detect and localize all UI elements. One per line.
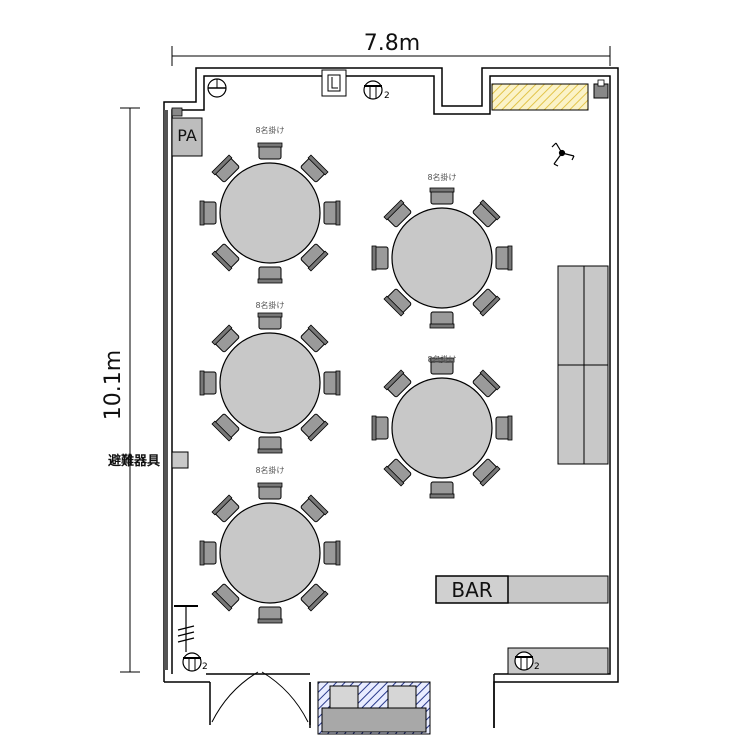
chair — [371, 415, 389, 441]
chair — [211, 583, 240, 612]
round-table-1: 8名掛け — [199, 125, 341, 284]
pa-label: PA — [177, 126, 197, 145]
chair — [211, 494, 240, 523]
chair — [257, 142, 283, 160]
chair — [371, 245, 389, 271]
entrance-door[interactable] — [211, 671, 309, 723]
evacuation-label: 避難器具 — [108, 453, 160, 469]
chair — [300, 324, 329, 353]
pa-equipment: PA — [171, 107, 203, 157]
stand-icon — [174, 605, 198, 652]
round-table-4: 8名掛け — [371, 354, 513, 499]
height-dimension: 10.1m — [101, 107, 140, 673]
table-top — [219, 332, 321, 434]
chair — [257, 266, 283, 284]
chair — [429, 481, 455, 499]
round-table-2: 8名掛け — [371, 172, 513, 329]
chair — [199, 370, 217, 396]
chair — [472, 288, 501, 317]
outlet-icon-top: 2 — [363, 80, 390, 101]
evacuation-device: 避難器具 — [108, 451, 189, 469]
left-wall-rail — [164, 110, 168, 670]
chair — [323, 540, 341, 566]
chair — [323, 200, 341, 226]
chair — [199, 200, 217, 226]
chair — [472, 458, 501, 487]
table-caption: 8名掛け — [255, 125, 284, 135]
chair — [211, 243, 240, 272]
chair — [429, 357, 455, 375]
chair — [495, 415, 513, 441]
width-label: 7.8m — [364, 31, 420, 56]
chair — [472, 199, 501, 228]
bar-counter: BAR — [435, 575, 609, 604]
chair — [323, 370, 341, 396]
chair — [383, 458, 412, 487]
outlet-count-bottom-right: 2 — [534, 662, 540, 672]
chair — [472, 369, 501, 398]
wall-fixture-icon — [207, 78, 227, 98]
chair — [383, 369, 412, 398]
chair — [383, 288, 412, 317]
table-caption: 8名掛け — [255, 465, 284, 475]
entrance-equipment — [317, 681, 431, 735]
table-top — [391, 377, 493, 479]
chair — [211, 413, 240, 442]
outlet-icon-bottom-left: 2 — [182, 652, 208, 672]
chair — [300, 583, 329, 612]
light-switch-icon — [321, 69, 347, 97]
chair — [211, 324, 240, 353]
chair — [429, 187, 455, 205]
chair — [257, 312, 283, 330]
table-top — [219, 162, 321, 264]
chair — [300, 494, 329, 523]
chair — [257, 482, 283, 500]
chair — [300, 413, 329, 442]
chair — [495, 245, 513, 271]
bar-label: BAR — [451, 578, 492, 602]
chair — [300, 243, 329, 272]
chair — [383, 199, 412, 228]
chair — [211, 154, 240, 183]
round-table-5: 8名掛け — [199, 465, 341, 624]
table-caption: 8名掛け — [427, 354, 456, 364]
fan-icon — [551, 142, 575, 167]
chair — [257, 606, 283, 624]
chair — [300, 154, 329, 183]
side-counter — [557, 265, 609, 465]
tables-layer: 8名掛け 8名掛け 8名掛け 8名掛け 8名掛け — [199, 125, 513, 624]
height-label: 10.1m — [101, 350, 126, 420]
round-table-3: 8名掛け — [199, 300, 341, 454]
outlet-count-top: 2 — [384, 91, 390, 101]
table-top — [219, 502, 321, 604]
chair — [429, 311, 455, 329]
storage-shelf — [491, 79, 609, 111]
outlet-count-bottom-left: 2 — [202, 662, 208, 672]
table-caption: 8名掛け — [427, 172, 456, 182]
chair — [257, 436, 283, 454]
width-dimension: 7.8m — [171, 31, 611, 66]
bottom-right-cabinet: 2 — [507, 647, 609, 675]
room-walls — [163, 67, 619, 728]
chair — [199, 540, 217, 566]
table-caption: 8名掛け — [255, 300, 284, 310]
table-top — [391, 207, 493, 309]
